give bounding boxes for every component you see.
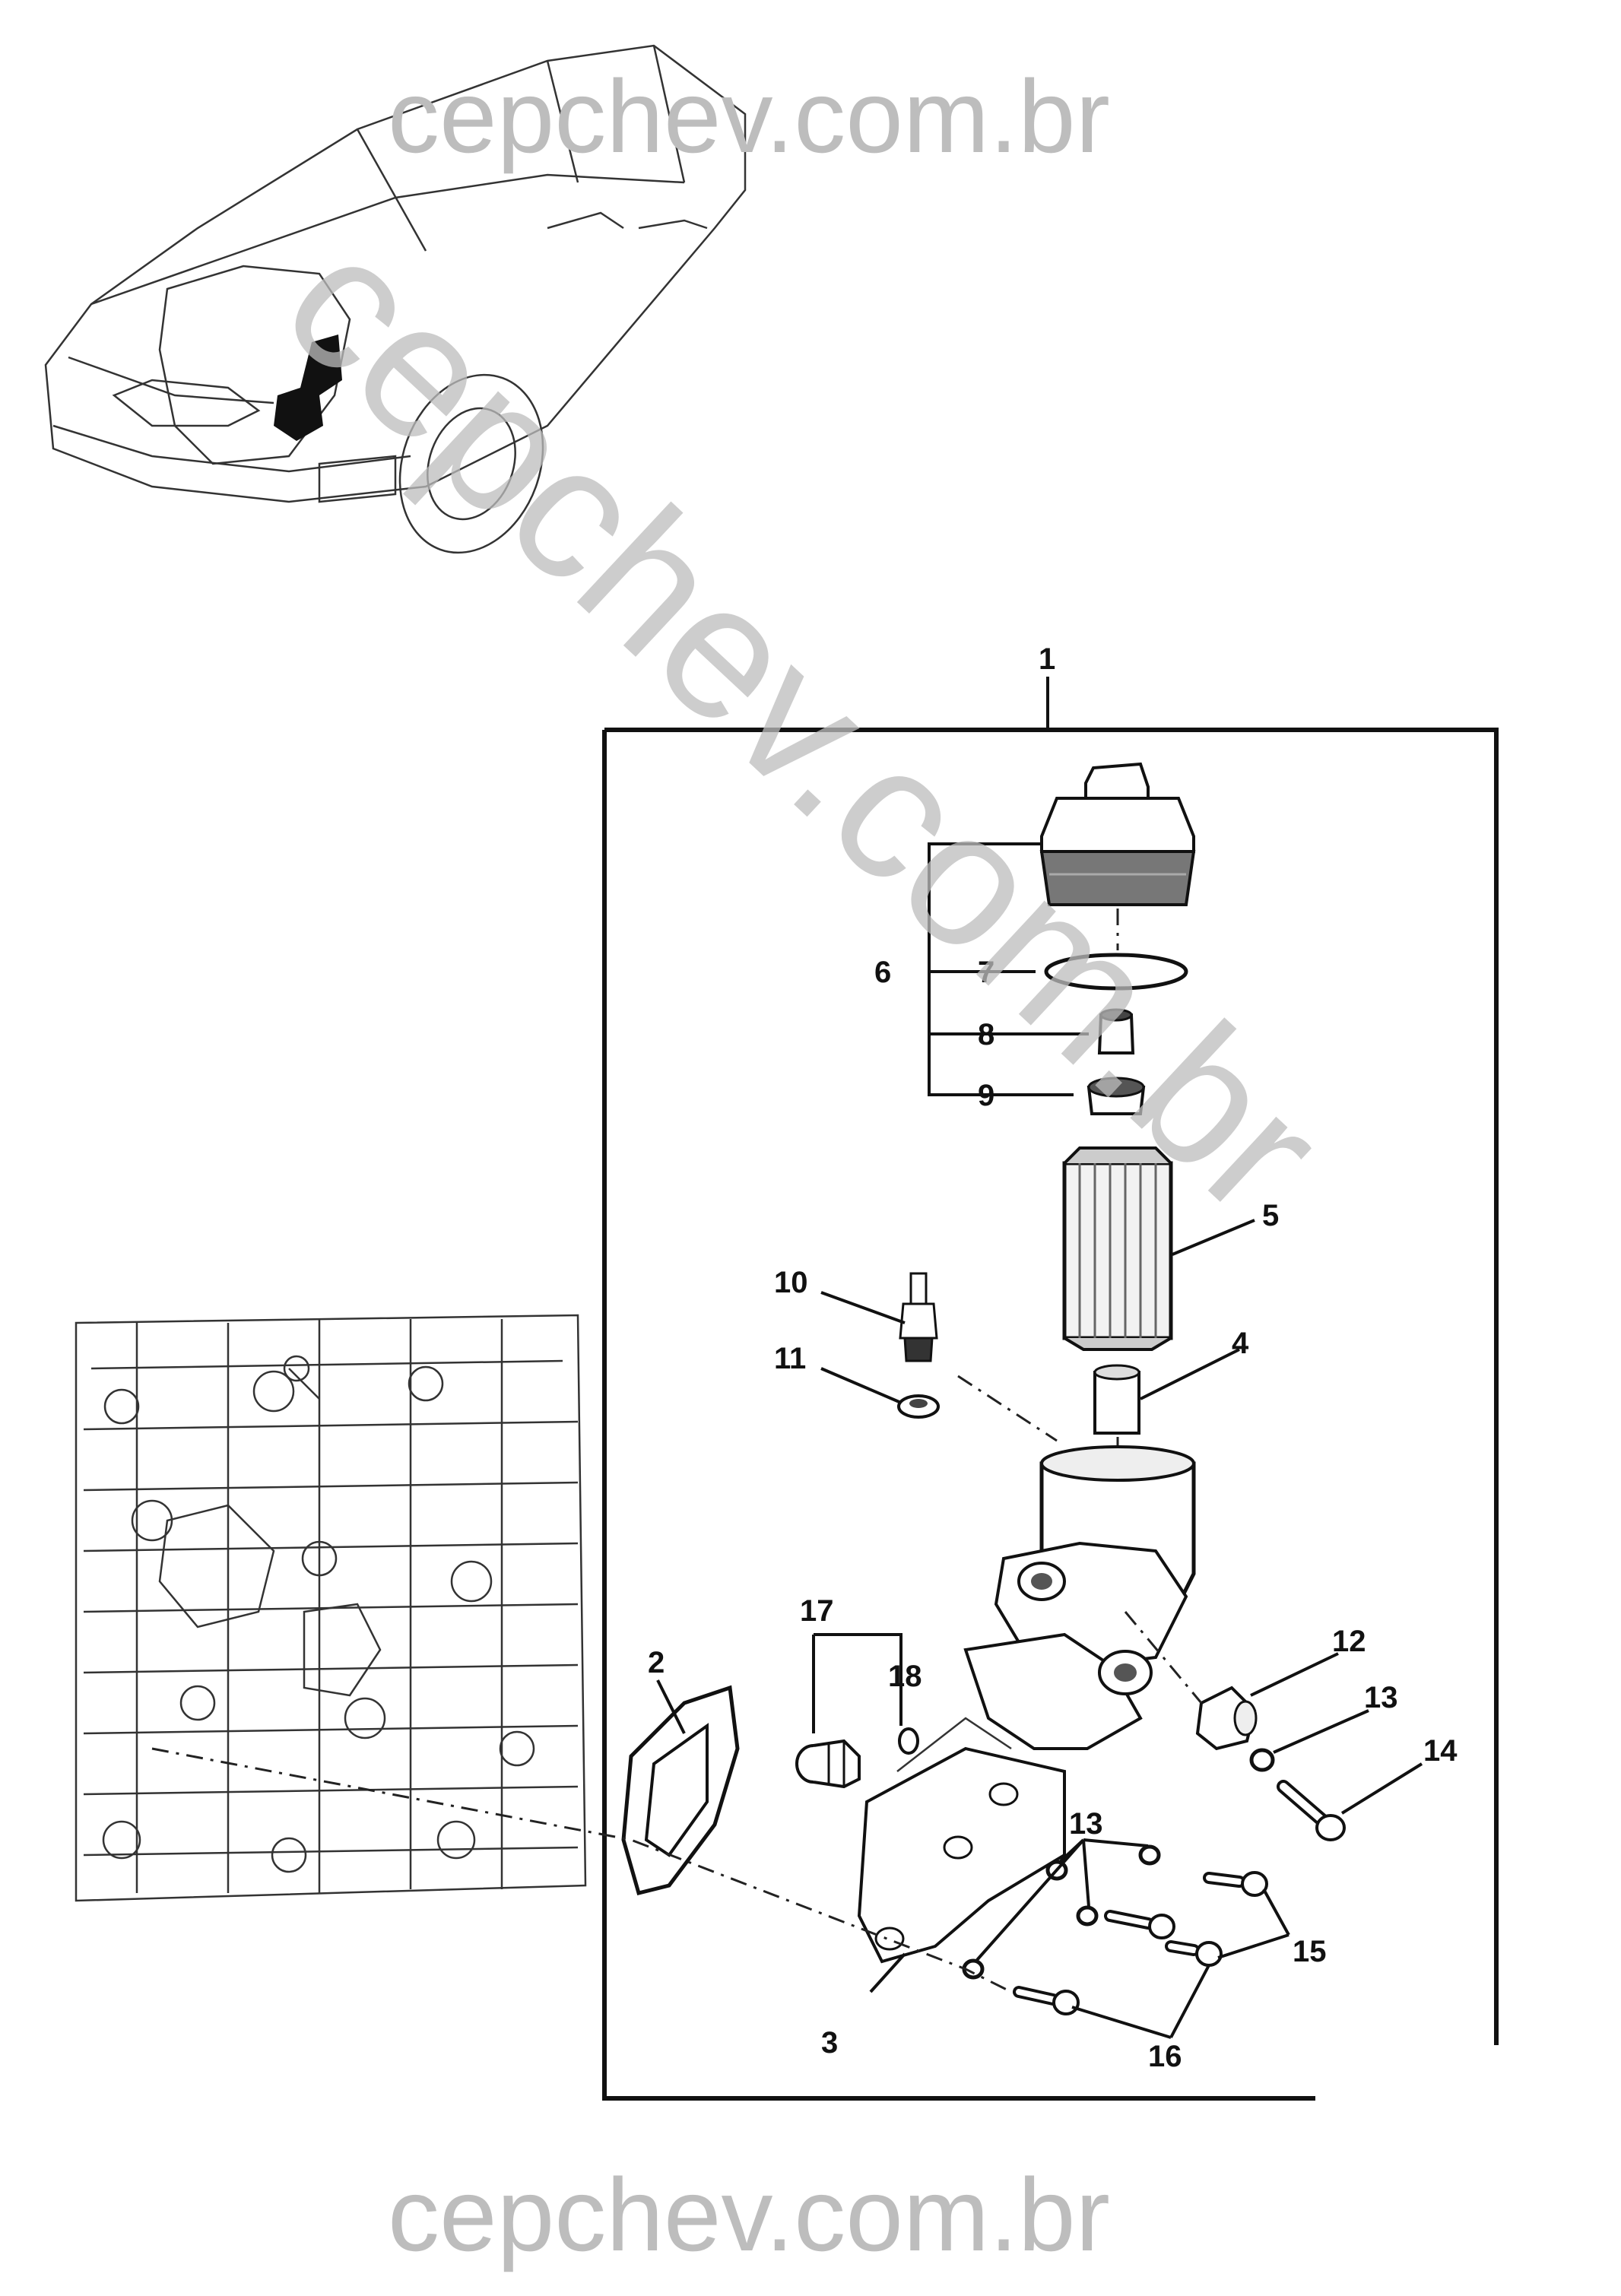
callout-1: 1 [1039,642,1055,676]
locator-highlight [274,335,342,441]
housing-gasket [621,1685,740,1896]
sensor-axis [957,1375,1058,1442]
callout-17: 17 [800,1594,834,1628]
callout-3: 3 [821,2026,838,2060]
plug-washer [898,1727,919,1755]
assembly-frame [602,677,1499,2101]
center-seal [1086,1077,1146,1115]
engine-block-illustration [75,1314,587,1902]
callout-8: 8 [978,1018,994,1051]
callout-13-bottom: 13 [1069,1807,1103,1841]
leader-lines [656,842,1423,2039]
callout-18: 18 [888,1660,922,1693]
drain-plug [795,1739,861,1789]
callout-15: 15 [1293,1935,1327,1968]
callout-5: 5 [1262,1199,1279,1232]
bypass-valve [1097,1008,1135,1054]
center-tube [1093,1364,1140,1435]
callout-9: 9 [978,1079,994,1112]
adapter-axis [1124,1611,1203,1704]
sensor-washer [897,1394,940,1419]
callout-12: 12 [1332,1625,1366,1658]
watermark-bottom: cepchev.com.br [388,2157,1110,2272]
callout-6: 6 [874,956,891,989]
filter-housing [857,1445,1196,1964]
filter-element [1062,1146,1173,1351]
callout-16: 16 [1148,2040,1182,2073]
callout-4: 4 [1232,1327,1249,1360]
callout-14: 14 [1423,1734,1458,1768]
vehicle-locator-illustration [44,44,747,554]
sealing-washer [1249,1748,1275,1772]
engine-alignment-line [151,1747,1012,1993]
callout-10: 10 [774,1266,808,1299]
o-ring [1044,953,1188,991]
oil-filter-cap [1039,762,1196,906]
callout-7: 7 [978,956,994,989]
callout-labels: 1 6 7 8 9 5 10 4 11 12 17 2 18 13 14 13 … [648,642,1458,2073]
banjo-bolt [1277,1780,1346,1841]
pipe-adapter [1195,1686,1258,1751]
watermark-diagonal: cepchev.com.br [246,194,1362,1254]
callout-2: 2 [648,1646,665,1679]
oil-pressure-sensor [899,1272,938,1362]
watermark-top: cepchev.com.br [388,59,1110,174]
callout-13-right: 13 [1364,1681,1398,1714]
callout-11: 11 [774,1342,806,1375]
